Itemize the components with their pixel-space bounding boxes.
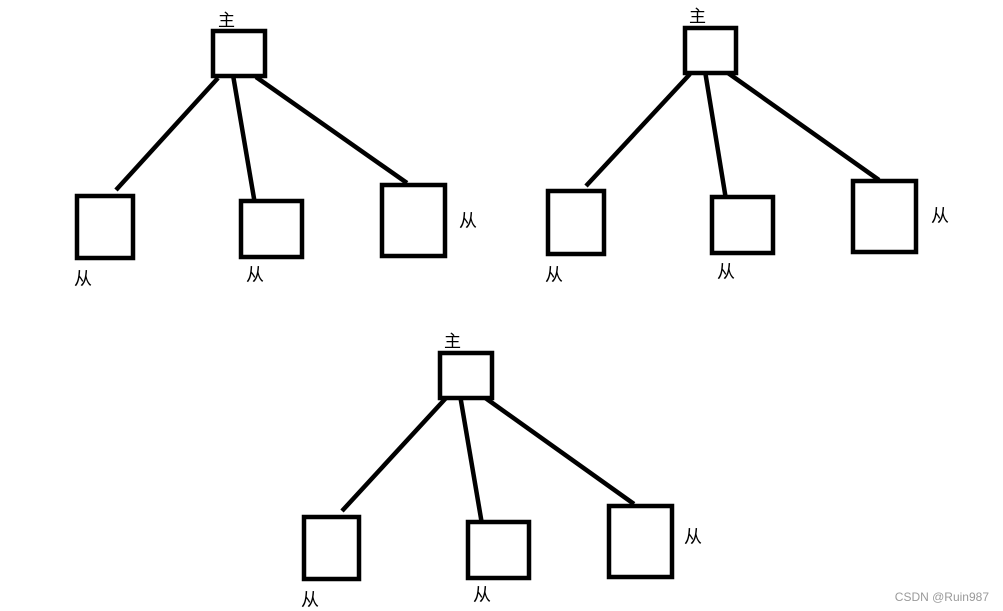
edge-master-to-slave-middle [230,74,261,223]
slave-label-left: 从 [301,590,319,611]
slave-node-middle [465,519,532,581]
slave-node-middle [238,198,305,260]
edge-master-to-slave-left [114,76,220,192]
slave-node-middle [709,194,776,256]
master-label: 主 [444,332,461,352]
slave-label-right: 从 [684,527,702,548]
slave-node-right [850,178,919,255]
master-node [210,28,268,79]
edge-master-to-slave-middle [702,70,732,219]
slave-label-middle: 从 [473,585,491,606]
master-node [682,25,739,76]
slave-node-right [606,503,675,580]
slave-node-left [301,514,362,582]
slave-node-left [545,188,607,257]
slave-label-left: 从 [545,265,563,286]
slave-label-left: 从 [74,269,92,290]
slave-label-right: 从 [931,206,949,227]
edge-master-to-slave-left [584,72,692,188]
master-label: 主 [218,11,235,31]
edge-master-to-slave-right [254,75,409,185]
edge-master-to-slave-right [726,71,881,182]
edge-master-to-slave-left [340,396,448,513]
master-node [437,350,495,401]
watermark: CSDN @Ruin987 [895,590,990,604]
edge-master-to-slave-right [482,395,636,506]
slave-node-left [74,193,136,261]
slave-label-middle: 从 [717,262,735,283]
tree-1: 主 从 从 从 [74,11,477,290]
slave-label-middle: 从 [246,265,264,286]
edge-master-to-slave-middle [457,394,488,543]
tree-2: 主 从 从 从 [545,7,949,286]
tree-3: 主 从 从 从 [301,332,702,611]
slave-node-right [379,182,448,259]
slave-label-right: 从 [459,211,477,232]
master-label: 主 [689,7,706,27]
